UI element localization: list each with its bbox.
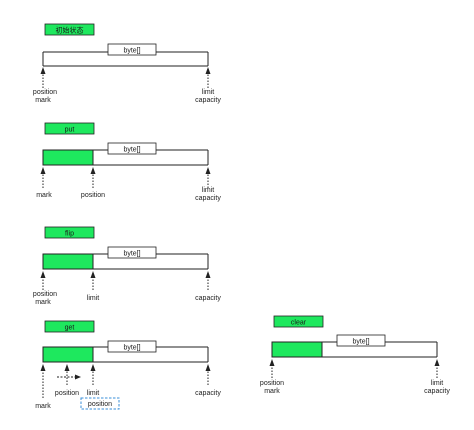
pointer-label-mark: mark [35, 97, 51, 104]
byte-array-box [107, 142, 157, 155]
pointer-label-mark: mark [35, 299, 51, 306]
pointer-position-mark [40, 271, 46, 290]
new-position-highlight [80, 397, 120, 410]
byte-array-label: byte[] [123, 345, 140, 352]
panel-get: get byte[] mark position limit position [35, 320, 221, 410]
pointer-limit [90, 364, 96, 385]
up-arrow-icon [64, 364, 70, 371]
filled-data-region [42, 253, 94, 270]
byte-array-label: byte[] [123, 251, 140, 258]
pointer-label-capacity: capacity [195, 390, 221, 397]
pointer-mark [40, 364, 46, 398]
pointer-label-position: position [33, 89, 57, 96]
up-arrow-icon [205, 67, 211, 74]
up-arrow-icon [90, 271, 96, 278]
state-tag [44, 320, 95, 333]
filled-data-region [271, 341, 323, 358]
pointer-position-mark [40, 67, 46, 88]
pointer-label-capacity: capacity [195, 295, 221, 302]
state-tag [44, 122, 95, 135]
up-arrow-icon [434, 359, 440, 366]
up-arrow-icon [40, 167, 46, 174]
position-move-arrow [57, 374, 81, 380]
pointer-capacity [205, 364, 211, 385]
state-tag-label: 初始状态 [56, 26, 84, 35]
pointer-position-old [64, 364, 70, 385]
panel-clear: clear byte[] position mark limit capacit… [260, 315, 450, 395]
byte-array-box [107, 43, 157, 56]
state-tag [44, 226, 95, 239]
state-tag [44, 23, 95, 36]
up-arrow-icon [90, 364, 96, 371]
byte-array-label: byte[] [123, 48, 140, 55]
pointer-label-position: position [33, 291, 57, 298]
pointer-label-mark: mark [36, 192, 52, 199]
right-arrow-icon [75, 374, 81, 380]
pointer-position [90, 167, 96, 188]
up-arrow-icon [40, 67, 46, 74]
pointer-label-mark: mark [35, 403, 51, 410]
pointer-label-limit: limit [202, 89, 214, 96]
pointer-label-position: position [81, 192, 105, 199]
filled-data-region [42, 149, 94, 166]
pointer-limit-capacity [205, 67, 211, 88]
up-arrow-icon [205, 167, 211, 174]
up-arrow-icon [40, 271, 46, 278]
up-arrow-icon [40, 364, 46, 371]
pointer-label-limit: limit [431, 380, 443, 387]
up-arrow-icon [205, 364, 211, 371]
panel-initial: 初始状态 byte[] position mark limit capacity [33, 23, 221, 104]
up-arrow-icon [205, 271, 211, 278]
state-tag-label: flip [65, 231, 74, 238]
pointer-limit-capacity [205, 167, 211, 188]
up-arrow-icon [269, 359, 275, 366]
state-tag-label: clear [291, 320, 307, 327]
pointer-label-mark: mark [264, 388, 280, 395]
pointer-mark [40, 167, 46, 188]
pointer-capacity [205, 271, 211, 290]
pointer-label-position: position [55, 390, 79, 397]
pointer-limit [90, 271, 96, 290]
panel-flip: flip byte[] position mark limit capacity [33, 226, 221, 306]
pointer-label-limit: limit [87, 390, 99, 397]
pointer-label-limit: limit [87, 295, 99, 302]
byte-array-label: byte[] [123, 147, 140, 154]
byte-array-box [336, 334, 386, 347]
state-tag [273, 315, 324, 328]
pointer-label-limit: limit [202, 187, 214, 194]
byte-array-box [107, 340, 157, 353]
pointer-label-capacity: capacity [195, 195, 221, 202]
state-tag-label: put [65, 127, 75, 134]
state-tag-label: get [65, 325, 75, 332]
pointer-label-new-position: position [88, 401, 112, 408]
panel-put: put byte[] mark position limit capacity [36, 122, 221, 202]
pointer-position-mark [269, 359, 275, 378]
up-arrow-icon [90, 167, 96, 174]
pointer-limit-capacity [434, 359, 440, 378]
filled-data-region [42, 346, 94, 363]
byte-array-box [107, 246, 157, 259]
byte-array-label: byte[] [352, 339, 369, 346]
pointer-label-capacity: capacity [195, 97, 221, 104]
pointer-label-position: position [260, 380, 284, 387]
pointer-label-capacity: capacity [424, 388, 450, 395]
